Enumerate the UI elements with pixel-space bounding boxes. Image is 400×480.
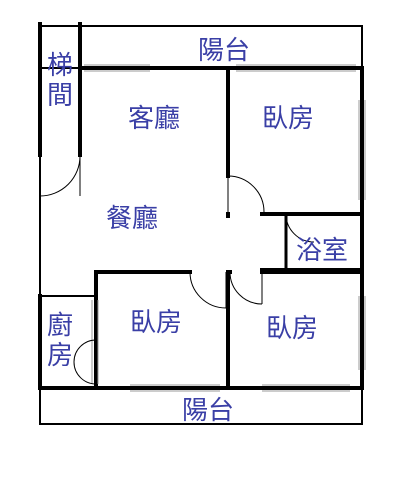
window-bottom-bed3 <box>262 384 350 392</box>
door-stairs <box>39 155 81 197</box>
balcony-bottom-frame <box>39 387 363 425</box>
room-label-balcony-bottom: 陽台 <box>182 396 235 426</box>
vertical-char: 房 <box>46 340 73 371</box>
door-bath <box>285 213 315 243</box>
window-bottom-bed2 <box>130 384 220 392</box>
vertical-char: 梯 <box>46 51 73 81</box>
room-label-stairs: 梯間 <box>45 51 75 112</box>
wall-stairs <box>38 22 82 157</box>
vertical-char: 廚 <box>46 311 73 341</box>
window-kitchen <box>91 300 99 384</box>
window-right-bed3 <box>358 296 366 370</box>
room-label-living-room: 客廳 <box>128 104 181 134</box>
door-living-bed1 <box>227 175 265 213</box>
door-bed2 <box>189 271 227 309</box>
window-right-bed1 <box>358 100 366 200</box>
room-label-bedroom-bottom-middle: 臥房 <box>130 308 183 338</box>
room-label-balcony-top: 陽台 <box>198 36 251 66</box>
window-top-bed <box>236 64 356 72</box>
room-label-kitchen: 廚房 <box>45 311 75 372</box>
door-bed3 <box>229 271 263 305</box>
door-kitchen <box>73 339 97 385</box>
room-label-bedroom-bottom-right: 臥房 <box>266 314 319 344</box>
vertical-char: 間 <box>46 80 73 111</box>
window-top-left <box>84 64 150 72</box>
room-label-bedroom-top-right: 臥房 <box>262 104 315 134</box>
room-label-dining-room: 餐廳 <box>106 204 159 234</box>
room-label-bathroom: 浴室 <box>296 236 349 266</box>
